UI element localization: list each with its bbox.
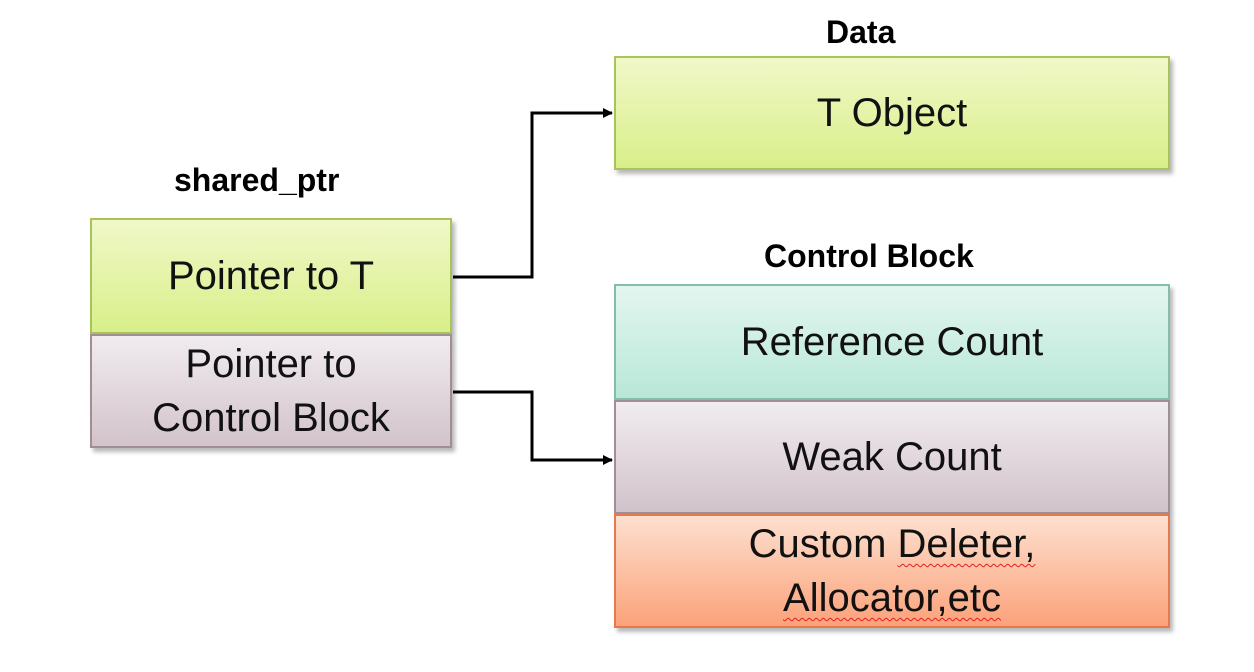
pointer-to-t-box: Pointer to T — [90, 218, 452, 334]
data-heading: Data — [826, 14, 896, 50]
arrow-to-t-object — [453, 108, 613, 279]
t-object-label: T Object — [816, 91, 968, 135]
custom-deleter-label-line2: Allocator,etc — [783, 576, 1001, 620]
arrow-to-control-block — [453, 390, 613, 465]
custom-deleter-box: Custom Deleter, Allocator,etc — [614, 514, 1170, 628]
pointer-to-t-label: Pointer to T — [167, 254, 375, 298]
custom-deleter-label-line1: Custom Deleter, — [748, 522, 1036, 566]
deleter-word: Deleter, — [897, 522, 1036, 566]
t-object-box: T Object — [614, 56, 1170, 170]
reference-count-label: Reference Count — [740, 320, 1044, 364]
control-block-heading: Control Block — [764, 238, 974, 274]
pointer-to-control-block-label-line1: Pointer to — [185, 342, 357, 386]
reference-count-box: Reference Count — [614, 284, 1170, 400]
weak-count-box: Weak Count — [614, 400, 1170, 514]
shared-ptr-heading: shared_ptr — [174, 162, 340, 198]
pointer-to-control-block-box: Pointer to Control Block — [90, 334, 452, 448]
weak-count-label: Weak Count — [782, 435, 1002, 479]
pointer-to-control-block-label-line2: Control Block — [152, 396, 390, 440]
